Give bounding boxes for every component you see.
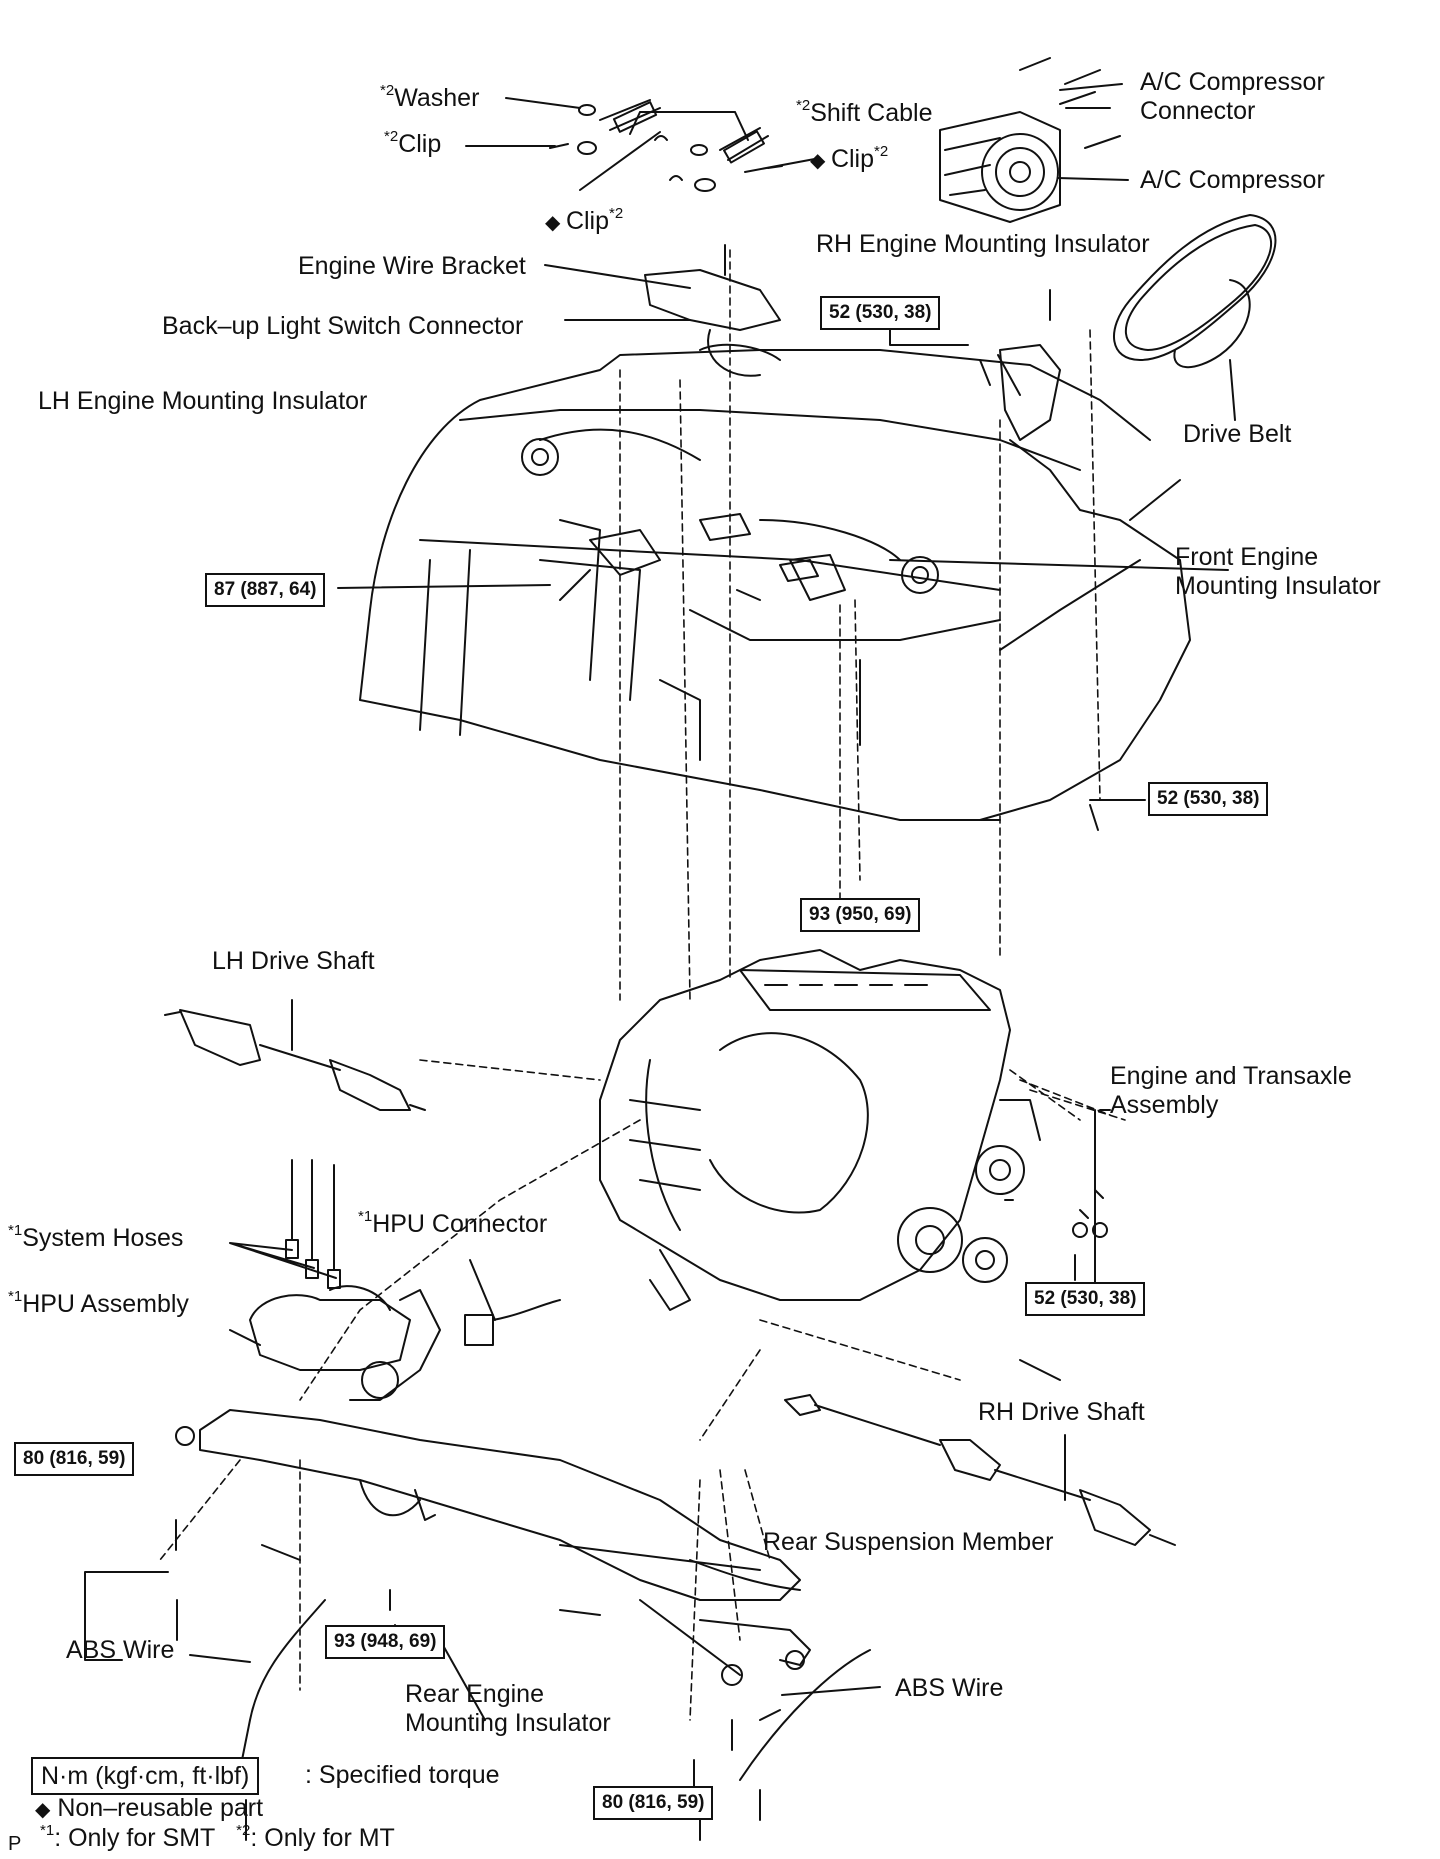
rear-engine-mounting-insulator-label: Rear Engine Mounting Insulator: [405, 1680, 611, 1737]
torque-engine-side: 52 (530, 38): [1025, 1282, 1146, 1316]
engine-bracket-drawing: [589, 269, 1061, 601]
front-engine-mounting-insulator-label: Front Engine Mounting Insulator: [1175, 543, 1381, 600]
torque-rh-mount-top: 52 (530, 38): [820, 296, 941, 330]
hpu-assembly-label: *1HPU Assembly: [8, 1288, 189, 1318]
ac-compressor-connector-label: A/C Compressor Connector: [1140, 68, 1325, 125]
clip-label-diamond-right: ◆ Clip*2: [810, 143, 889, 173]
diamond-icon: ◆: [35, 1799, 51, 1821]
shift-cable-parts: [549, 99, 783, 192]
drive-belt-drawing: [1113, 214, 1277, 369]
legend-notes: *1: Only for SMT *2: Only for MT: [40, 1822, 395, 1852]
drive-belt-label: Drive Belt: [1183, 420, 1292, 448]
vehicle-body-drawing: [359, 349, 1191, 821]
legend-non-reusable: ◆ Non–reusable part: [35, 1794, 264, 1822]
torque-rh-lower: 52 (530, 38): [1148, 782, 1269, 816]
alignment-dashed-lines: [159, 249, 1126, 1721]
bolts-drawing: [175, 244, 1099, 1841]
torque-lh-mount: 87 (887, 64): [205, 573, 326, 607]
hpu-drawing: [229, 1259, 561, 1401]
system-hoses-drawing: [285, 1159, 341, 1289]
rh-engine-mounting-insulator-label: RH Engine Mounting Insulator: [816, 230, 1150, 258]
backup-light-switch-connector-label: Back–up Light Switch Connector: [162, 312, 524, 340]
abs-wire-label-right: ABS Wire: [895, 1674, 1004, 1702]
lh-engine-mounting-insulator-label: LH Engine Mounting Insulator: [38, 387, 368, 415]
abs-wires-drawing: [239, 1599, 871, 1781]
torque-front-mount: 93 (950, 69): [800, 898, 921, 932]
shift-cable-label: *2Shift Cable: [796, 97, 933, 127]
abs-wire-label-left: ABS Wire: [66, 1636, 175, 1664]
legend-page-mark: P: [8, 1833, 22, 1855]
lh-drive-shaft-label: LH Drive Shaft: [212, 947, 375, 975]
lh-drive-shaft-drawing: [164, 1009, 426, 1111]
clip-label-top-left: *2Clip: [384, 128, 442, 158]
torque-rear-member-right: 80 (816, 59): [593, 1786, 714, 1820]
ac-compressor-label: A/C Compressor: [1140, 166, 1325, 194]
rear-suspension-member-drawing: [175, 1409, 811, 1686]
engine-assembly-drawing: [599, 949, 1108, 1311]
system-hoses-label: *1System Hoses: [8, 1222, 184, 1252]
engine-and-transaxle-assembly-label: Engine and Transaxle Assembly: [1110, 1062, 1352, 1119]
clip-label-diamond-left: ◆ Clip*2: [545, 205, 624, 235]
torque-rear-mount: 93 (948, 69): [325, 1625, 446, 1659]
rear-suspension-member-label: Rear Suspension Member: [763, 1528, 1054, 1556]
hpu-connector-label: *1HPU Connector: [358, 1208, 548, 1238]
ac-compressor-drawing: [939, 57, 1121, 223]
rh-drive-shaft-drawing: [784, 1394, 1176, 1546]
engine-wire-bracket-label: Engine Wire Bracket: [298, 252, 526, 280]
rh-drive-shaft-label: RH Drive Shaft: [978, 1398, 1145, 1426]
torque-rear-member-left: 80 (816, 59): [14, 1442, 135, 1476]
legend-torque-unit: N·m (kgf·cm, ft·lbf): [31, 1757, 260, 1795]
legend-torque-desc: : Specified torque: [305, 1761, 500, 1789]
washer-label: *2Washer: [380, 82, 480, 112]
